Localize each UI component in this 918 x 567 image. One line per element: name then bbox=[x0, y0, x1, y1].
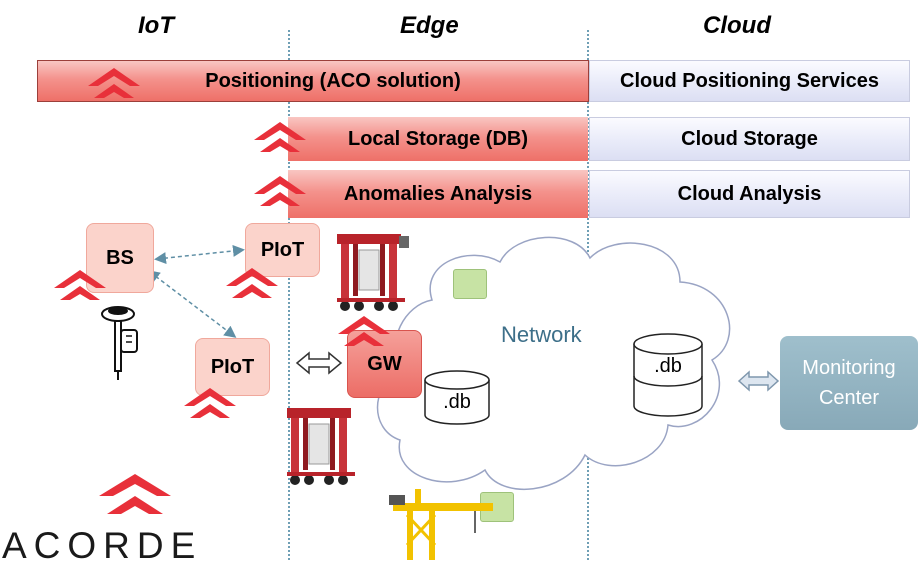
acorde-wordmark: ACORDE bbox=[2, 525, 203, 566]
positioning-bar-label: Positioning (ACO solution) bbox=[205, 69, 461, 92]
piot-node-bottom: PIoT bbox=[195, 338, 270, 396]
edge-database-icon bbox=[424, 370, 490, 425]
gnss-antenna-icon bbox=[101, 306, 138, 380]
column-header-iot: IoT bbox=[138, 12, 174, 39]
monitoring-center: Monitoring Center bbox=[780, 336, 918, 430]
column-header-cloud: Cloud bbox=[703, 12, 771, 39]
acorde-logo-icon bbox=[254, 176, 306, 206]
acorde-brand-logo-icon bbox=[99, 474, 171, 514]
acorde-logo-icon bbox=[88, 68, 140, 98]
cloud-analysis-label: Cloud Analysis bbox=[677, 182, 822, 205]
edge-database-label-layer: .db bbox=[443, 391, 471, 413]
cloud-db-label: .db bbox=[654, 355, 682, 377]
crane-icon bbox=[389, 489, 493, 560]
cloud-positioning-bar: Cloud Positioning Services bbox=[589, 60, 910, 102]
edge-db-label: .db bbox=[443, 391, 471, 413]
base-station-label: BS bbox=[106, 246, 134, 269]
cloud-analysis-bar: Cloud Analysis bbox=[589, 170, 910, 218]
acorde-logo-icon bbox=[254, 122, 306, 152]
piot-bottom-label: PIoT bbox=[210, 355, 255, 378]
cloud-database-label-layer: .db bbox=[654, 355, 682, 377]
monitoring-line2: Center bbox=[818, 387, 880, 409]
cloud-database-icon bbox=[633, 333, 703, 417]
monitoring-line1: Monitoring bbox=[802, 357, 896, 379]
local-storage-label: Local Storage (DB) bbox=[347, 127, 529, 150]
base-station-node: BS bbox=[86, 223, 154, 293]
cloud-positioning-label: Cloud Positioning Services bbox=[620, 69, 879, 92]
gateway-label: GW bbox=[367, 352, 402, 375]
acorde-logo-icon bbox=[54, 270, 106, 300]
acorde-logo-icon bbox=[338, 316, 390, 346]
cloud-storage-bar: Cloud Storage bbox=[589, 117, 910, 161]
network-label: Network bbox=[501, 322, 582, 347]
piot-top-label: PIoT bbox=[260, 238, 305, 261]
cloud-storage-label: Cloud Storage bbox=[681, 127, 818, 150]
local-storage-bar: Local Storage (DB) bbox=[288, 117, 588, 161]
double-arrow-icon bbox=[737, 370, 780, 392]
double-arrow-icon bbox=[295, 351, 343, 375]
iot-edge-divider bbox=[288, 30, 290, 560]
piot-node-top: PIoT bbox=[245, 223, 320, 277]
straddle-carrier-icon bbox=[287, 408, 355, 485]
acorde-logo-icon bbox=[226, 268, 278, 298]
data-packet-icon bbox=[453, 269, 487, 299]
straddle-carrier-icon bbox=[337, 234, 409, 311]
column-header-edge: Edge bbox=[400, 12, 459, 39]
anomalies-analysis-bar: Anomalies Analysis bbox=[288, 170, 588, 218]
anomalies-analysis-label: Anomalies Analysis bbox=[343, 182, 533, 205]
acorde-logo-icon bbox=[184, 388, 236, 418]
